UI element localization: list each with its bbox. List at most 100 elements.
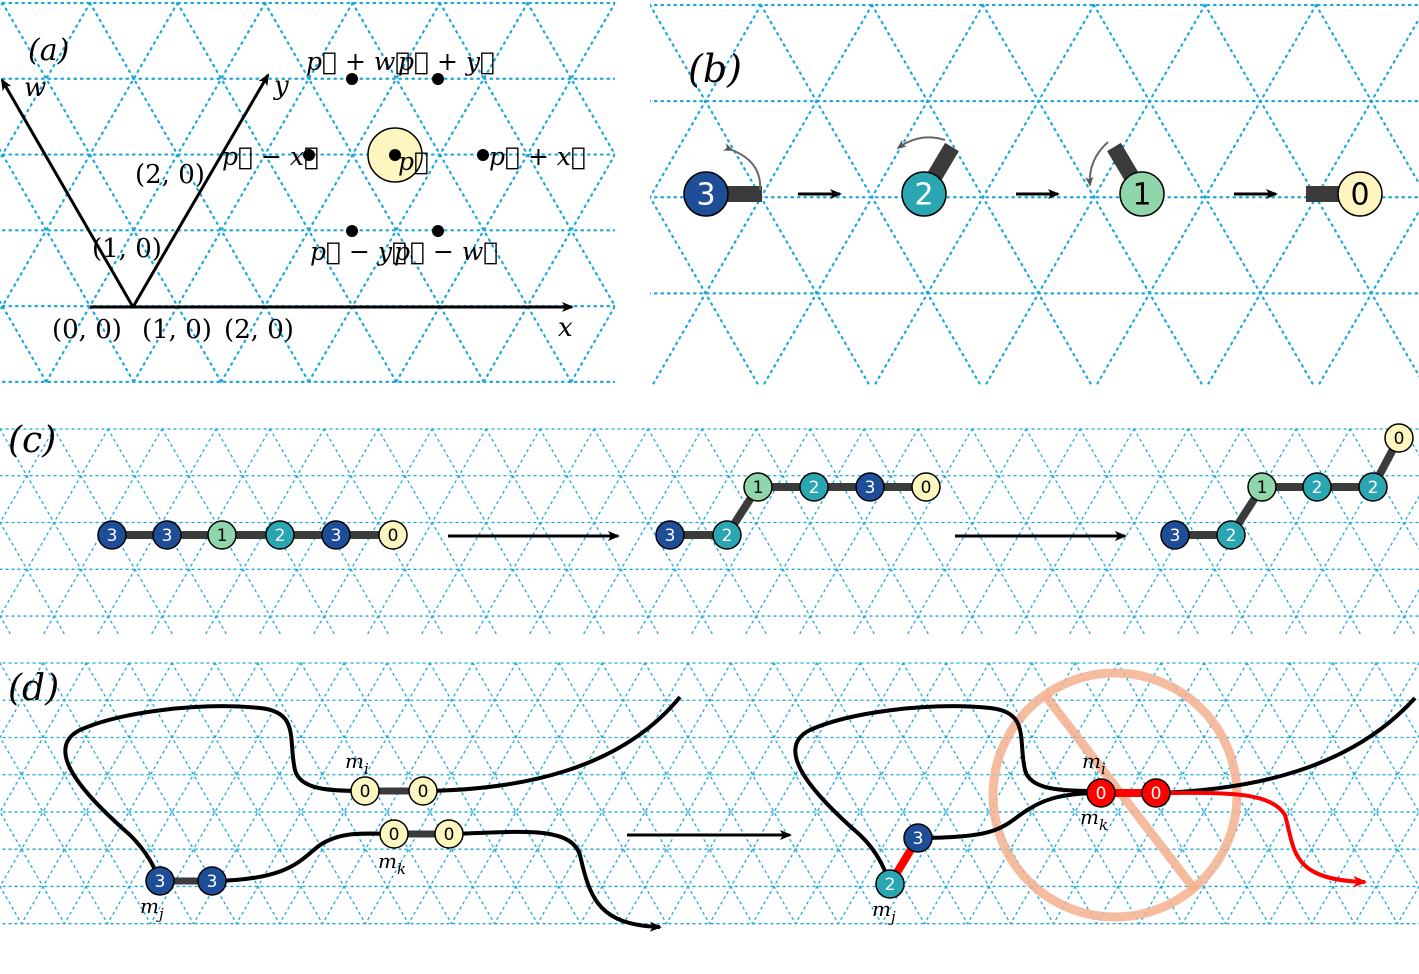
polymer-left-lower-tail bbox=[448, 829, 662, 932]
lattice-line bbox=[472, 662, 625, 925]
lattice-line bbox=[526, 1, 615, 157]
lattice-line bbox=[852, 428, 973, 635]
lattice-line bbox=[431, 428, 552, 635]
chain-node-label: 3 bbox=[107, 526, 118, 546]
lattice-line bbox=[429, 662, 582, 925]
lattice-line bbox=[790, 3, 1009, 382]
lattice-line bbox=[966, 662, 1119, 925]
lattice-line bbox=[873, 3, 1096, 385]
chain-node bbox=[265, 520, 295, 550]
lattice-line bbox=[1025, 428, 1146, 635]
polymer-node-left bbox=[434, 819, 464, 849]
lattice-line bbox=[0, 736, 109, 925]
lattice-line bbox=[690, 428, 811, 635]
node-state-0 bbox=[1337, 171, 1383, 217]
lattice-line bbox=[880, 662, 1033, 925]
lattice-line bbox=[220, 1, 442, 383]
polymer-node-left-label: 3 bbox=[207, 872, 218, 892]
chain-node bbox=[1358, 472, 1388, 502]
lattice-line bbox=[0, 521, 66, 635]
label-p-plus-y: p⃗ + y⃗ bbox=[398, 47, 495, 76]
label-p: p⃗ bbox=[398, 147, 429, 176]
polymer-node-right bbox=[1086, 778, 1116, 808]
lattice-line bbox=[257, 662, 410, 925]
label-mk-left-sub: k bbox=[397, 860, 406, 878]
chain-node-label: 1 bbox=[753, 478, 764, 498]
lattice-line bbox=[921, 3, 1140, 382]
lattice-line bbox=[450, 662, 603, 925]
chain-node bbox=[1384, 423, 1414, 453]
lattice-grid-c bbox=[0, 428, 1419, 635]
chain-node bbox=[655, 520, 685, 550]
lattice-line bbox=[650, 195, 760, 385]
lattice-line bbox=[558, 662, 711, 925]
lattice-line bbox=[1338, 495, 1419, 635]
polymer-node-right-label: 0 bbox=[1151, 784, 1162, 804]
chain-node-label: 0 bbox=[1394, 429, 1405, 449]
lattice-line bbox=[1267, 662, 1419, 925]
lattice-line bbox=[1181, 662, 1334, 925]
lattice-line bbox=[0, 1, 179, 313]
label-mk-left: mk bbox=[378, 849, 406, 878]
lattice-line bbox=[149, 662, 302, 925]
chain-node-label: 3 bbox=[865, 478, 876, 498]
lattice-line bbox=[474, 428, 595, 635]
panel-a: (a) w y x (0, 0) (1, 0) (2, 0) (1, 0) (2… bbox=[0, 33, 586, 345]
lattice-line bbox=[798, 428, 919, 635]
panel-b: (b) 3 2 1 0 bbox=[683, 47, 1383, 217]
chain-node-label: 0 bbox=[388, 526, 399, 546]
lattice-line bbox=[0, 662, 87, 814]
label-mj-left-m: m bbox=[140, 894, 159, 918]
polymer-node-left-label: 0 bbox=[360, 782, 371, 802]
polymer-node-left-label: 0 bbox=[389, 825, 400, 845]
lattice-line bbox=[1314, 3, 1419, 186]
node-state-0-label: 0 bbox=[1350, 178, 1369, 213]
lattice-line bbox=[708, 662, 861, 925]
lattice-line bbox=[816, 662, 969, 925]
label-mi-left: mi bbox=[345, 749, 369, 778]
lattice-line bbox=[601, 662, 754, 925]
polymer-right-upper-loop bbox=[793, 704, 1102, 885]
lattice-line bbox=[128, 662, 281, 925]
lattice-line bbox=[0, 428, 109, 618]
lattice-line bbox=[482, 152, 615, 383]
chain-node-label: 3 bbox=[665, 526, 676, 546]
chain-node-label: 1 bbox=[217, 526, 228, 546]
polymer-node-left-label: 0 bbox=[444, 825, 455, 845]
lattice-line bbox=[1, 1, 223, 383]
label-mk-right-sub: k bbox=[1099, 816, 1108, 834]
lattice-line bbox=[0, 614, 12, 635]
chain-node-label: 3 bbox=[1170, 526, 1181, 546]
lattice-line bbox=[1310, 736, 1419, 925]
lattice-line bbox=[42, 662, 195, 925]
node-state-3 bbox=[683, 171, 729, 217]
polymer-right-upper-tail bbox=[1155, 696, 1417, 795]
node-state-1 bbox=[1119, 171, 1165, 217]
lattice-line bbox=[171, 662, 324, 925]
lattice-line bbox=[132, 1, 354, 383]
lattice-line bbox=[312, 428, 433, 635]
label-mj-right-m: m bbox=[872, 897, 891, 921]
lattice-line bbox=[1009, 3, 1228, 382]
lattice-line bbox=[1187, 428, 1308, 635]
lattice-line bbox=[1289, 662, 1419, 888]
chain-node-label: 2 bbox=[1312, 478, 1323, 498]
lattice-line bbox=[0, 428, 55, 524]
lattice-line bbox=[528, 428, 649, 635]
chain-node bbox=[712, 520, 742, 550]
polymer-node-right bbox=[1141, 778, 1171, 808]
polymer-right-forbidden-tail bbox=[1155, 790, 1368, 888]
rotation-arrow-1 bbox=[1085, 141, 1109, 187]
node-state-1-label: 1 bbox=[1132, 178, 1151, 213]
lattice-line bbox=[971, 428, 1092, 635]
lattice-line bbox=[1317, 208, 1419, 385]
label-p-plus-w: p⃗ + w⃗ bbox=[306, 47, 410, 76]
lattice-line bbox=[687, 662, 840, 925]
lattice-line bbox=[386, 662, 539, 925]
lattice-line bbox=[863, 428, 984, 635]
lattice-line bbox=[96, 428, 217, 635]
lattice-line bbox=[0, 662, 130, 888]
site-p-dot bbox=[389, 149, 401, 161]
label-p-minus-y: p⃗ − y⃗ bbox=[310, 237, 407, 266]
